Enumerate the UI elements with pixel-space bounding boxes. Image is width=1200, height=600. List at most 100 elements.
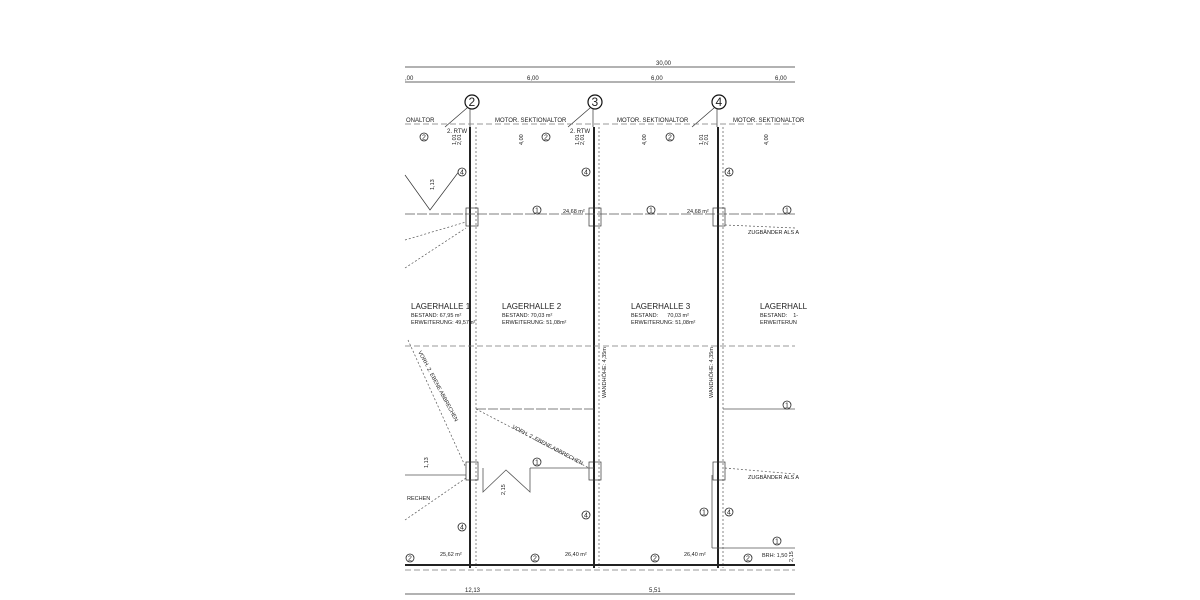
svg-text:2: 2 bbox=[422, 135, 426, 142]
marker-2: 2 bbox=[530, 553, 540, 563]
dim-vertical: 2,01 bbox=[704, 134, 710, 145]
dim-vertical: 1,01 bbox=[575, 134, 581, 145]
svg-text:1: 1 bbox=[785, 208, 789, 215]
area-top-1: 24,68 m² bbox=[563, 209, 585, 215]
zugbaender-label-1: ZUGBÄNDER ALS A bbox=[748, 229, 799, 236]
overall-dimension: 30,00 bbox=[656, 61, 672, 67]
wandhoehe-label-1: WANDHÖHE: 4,35m bbox=[601, 347, 608, 398]
marker-2: 2 bbox=[665, 132, 675, 142]
marker-4: 4 bbox=[457, 522, 467, 532]
svg-text:2: 2 bbox=[653, 556, 657, 563]
marker-1: 1 bbox=[772, 536, 782, 546]
marker-2: 2 bbox=[541, 132, 551, 142]
grid-axis-2: 2 bbox=[444, 94, 480, 128]
rtw-label-2: 2. RTW bbox=[570, 129, 591, 135]
marker-1: 1 bbox=[699, 507, 709, 517]
svg-text:1: 1 bbox=[775, 539, 779, 546]
svg-text:3: 3 bbox=[592, 95, 599, 109]
area-top-2: 24,68 m² bbox=[687, 209, 709, 215]
door-label-motor-2: MOTOR. SEKTIONALTOR bbox=[617, 118, 689, 124]
marker-1: 1 bbox=[532, 205, 542, 215]
door-label-partial: ONALTOR bbox=[406, 118, 435, 124]
dim-vertical: 2,01 bbox=[457, 134, 463, 145]
svg-text:ERWEITERUNG: 51,08m²: ERWEITERUNG: 51,08m² bbox=[502, 320, 567, 326]
svg-text:4: 4 bbox=[460, 525, 464, 532]
dimension-bay-2: 6,00 bbox=[651, 76, 663, 82]
room-lagerhalle-4: LAGERHALL BESTAND: 1- ERWEITERUN bbox=[760, 302, 808, 326]
dimension-bottom-1: 12,13 bbox=[465, 588, 481, 594]
dim-vertical: 2,01 bbox=[580, 134, 586, 145]
svg-text:BESTAND: 67,95 m²: BESTAND: 67,95 m² bbox=[411, 313, 461, 319]
svg-text:2: 2 bbox=[469, 95, 476, 109]
svg-text:1: 1 bbox=[535, 208, 539, 215]
svg-text:ERWEITERUNG: 51,08m²: ERWEITERUNG: 51,08m² bbox=[631, 320, 696, 326]
dim-vertical: 2,15 bbox=[501, 484, 507, 495]
marker-2: 2 bbox=[419, 132, 429, 142]
dim-vertical: 1,13 bbox=[424, 457, 430, 468]
marker-1: 1 bbox=[782, 400, 792, 410]
svg-text:LAGERHALLE 3: LAGERHALLE 3 bbox=[631, 302, 691, 311]
marker-4: 4 bbox=[581, 167, 591, 177]
dimension-bay-3: 6,00 bbox=[775, 76, 787, 82]
svg-text:BESTAND: 70,03 m²: BESTAND: 70,03 m² bbox=[631, 313, 689, 319]
svg-text:4: 4 bbox=[727, 510, 731, 517]
area-bottom-1: 25,62 m² bbox=[440, 552, 462, 558]
svg-text:1: 1 bbox=[535, 460, 539, 467]
svg-text:BESTAND: 70,03 m²: BESTAND: 70,03 m² bbox=[502, 313, 552, 319]
marker-2: 2 bbox=[743, 553, 753, 563]
marker-2: 2 bbox=[405, 553, 415, 563]
svg-text:4: 4 bbox=[584, 170, 588, 177]
wandhoehe-label-2: WANDHÖHE: 4,35m bbox=[708, 347, 715, 398]
svg-text:2: 2 bbox=[668, 135, 672, 142]
svg-text:1: 1 bbox=[785, 403, 789, 410]
svg-text:1: 1 bbox=[649, 208, 653, 215]
dim-vertical: 4,00 bbox=[764, 134, 770, 145]
svg-text:4: 4 bbox=[460, 170, 464, 177]
zugbaender-label-2: ZUGBÄNDER ALS A bbox=[748, 474, 799, 481]
dim-vertical: 4,00 bbox=[642, 134, 648, 145]
dimension-bottom-2: 5,51 bbox=[649, 588, 661, 594]
marker-4: 4 bbox=[724, 507, 734, 517]
svg-text:ERWEITERUN: ERWEITERUN bbox=[760, 320, 797, 326]
marker-1: 1 bbox=[532, 457, 542, 467]
marker-4: 4 bbox=[457, 167, 467, 177]
rtw-label-1: 2. RTW bbox=[447, 129, 468, 135]
svg-text:4: 4 bbox=[727, 170, 731, 177]
svg-text:2: 2 bbox=[533, 556, 537, 563]
svg-text:LAGERHALLE 2: LAGERHALLE 2 bbox=[502, 302, 562, 311]
dim-vertical: 1,01 bbox=[452, 134, 458, 145]
tie-lines bbox=[404, 169, 796, 549]
dimension-partial: ,00 bbox=[405, 76, 414, 82]
marker-2: 2 bbox=[650, 553, 660, 563]
grid-axis-4: 4 bbox=[691, 94, 727, 128]
area-bottom-2: 26,40 m² bbox=[565, 552, 587, 558]
door-label-motor-3: MOTOR. SEKTIONALTOR bbox=[733, 118, 805, 124]
vorh-abbrechen-label-2: VORH. 2. EBENE ABBRECHEN bbox=[511, 424, 584, 466]
dim-vertical: 2,15 bbox=[789, 551, 795, 562]
svg-text:2: 2 bbox=[746, 556, 750, 563]
svg-text:1: 1 bbox=[702, 510, 706, 517]
svg-text:2: 2 bbox=[408, 556, 412, 563]
marker-1: 1 bbox=[782, 205, 792, 215]
dimension-bay-1: 6,00 bbox=[527, 76, 539, 82]
marker-4: 4 bbox=[724, 167, 734, 177]
brh-label: BRH: 1,50 bbox=[762, 553, 787, 559]
dim-vertical: 1,01 bbox=[699, 134, 705, 145]
marker-4: 4 bbox=[581, 510, 591, 520]
walls bbox=[405, 127, 795, 571]
svg-text:2: 2 bbox=[544, 135, 548, 142]
dim-vertical: 1,13 bbox=[430, 179, 436, 190]
area-bottom-3: 26,40 m² bbox=[684, 552, 706, 558]
svg-text:LAGERHALL: LAGERHALL bbox=[760, 302, 808, 311]
svg-text:LAGERHALLE 1: LAGERHALLE 1 bbox=[411, 302, 471, 311]
svg-text:4: 4 bbox=[716, 95, 723, 109]
svg-text:4: 4 bbox=[584, 513, 588, 520]
marker-1: 1 bbox=[646, 205, 656, 215]
room-lagerhalle-1: LAGERHALLE 1 BESTAND: 67,95 m² ERWEITERU… bbox=[411, 302, 476, 326]
dim-vertical: 4,00 bbox=[519, 134, 525, 145]
door-label-motor-1: MOTOR. SEKTIONALTOR bbox=[495, 118, 567, 124]
rechen-label: RECHEN bbox=[407, 496, 430, 502]
svg-text:ERWEITERUNG: 49,57m²: ERWEITERUNG: 49,57m² bbox=[411, 320, 476, 326]
room-lagerhalle-3: LAGERHALLE 3 BESTAND: 70,03 m² ERWEITERU… bbox=[631, 302, 696, 326]
